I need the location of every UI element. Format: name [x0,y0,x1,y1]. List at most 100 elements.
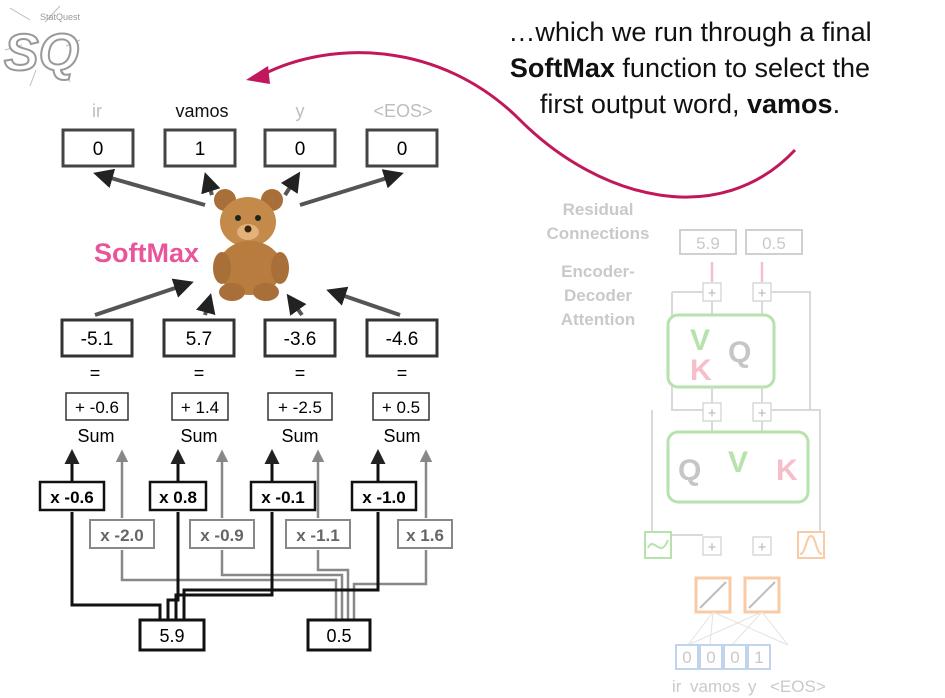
equals-sign: = [90,363,101,383]
sum-label: Sum [383,426,420,446]
add-nodes-top: + + [702,282,772,302]
add-symbol: + [758,405,767,422]
attn-letter: K [690,354,712,387]
add-symbol: + [708,539,717,556]
logit-boxes: -5.1 5.7 -3.6 -4.6 [60,318,439,358]
softmax-label: SoftMax [94,238,199,268]
add-symbol: + [708,405,717,422]
equals-sign: = [397,363,408,383]
output-value: 0 [93,139,104,160]
residual-value: 5.9 [696,234,720,253]
weight-box [285,519,351,549]
teddy-bear-icon [213,189,289,301]
narration-line-3-end: . [832,89,841,119]
attn-letter: K [776,454,798,487]
residual-box [745,229,803,255]
output-value: 0 [295,139,306,160]
bias-value: + -2.5 [278,398,322,417]
token-value: 0 [730,648,739,667]
token-box [723,644,747,670]
output-word: ir [92,101,102,121]
residual-box [679,229,737,255]
bias-value: + 1.4 [181,398,219,417]
logit-to-softmax-arrows [94,278,401,317]
token-word: vamos [690,677,740,696]
bias-box [372,392,430,421]
output-word: vamos [175,101,228,121]
weight-value: x 0.8 [159,488,197,507]
narration-pointer-arrow [261,51,797,199]
bias-box [65,392,129,421]
logit-value: -5.1 [81,329,114,350]
sum-labels: Sum Sum Sum Sum [77,426,420,446]
attn-letter: Q [678,454,701,487]
output-box [263,128,337,168]
input-wiring-grey [115,449,433,620]
weight-box [249,480,317,512]
narration-line-3: first output word, vamos. [440,86,940,122]
weight-value: x -1.1 [296,526,339,545]
equals-sign: = [194,363,205,383]
weight-value: x -0.9 [200,526,243,545]
weight-value: x -2.0 [100,526,143,545]
add-symbol: + [758,539,767,556]
attn-letter: V [728,446,748,479]
token-box [675,644,699,670]
sum-label: Sum [77,426,114,446]
input-box [306,618,372,652]
token-box [699,644,723,670]
output-box [61,128,135,168]
weight-box [148,480,208,512]
output-value: 1 [195,139,206,160]
weight-box [350,480,418,512]
attention-label: Encoder- [561,262,635,281]
narration-pointer-arrowhead [246,66,270,84]
weight-value: x -0.6 [50,488,93,507]
logo-letters: SQ [4,24,79,82]
input-value: 5.9 [159,626,184,646]
narration-text: …which we run through a final SoftMax fu… [440,14,940,122]
weight-value: x -0.1 [261,488,304,507]
attention-label: Decoder [564,286,632,305]
weight-value: x 1.6 [406,526,444,545]
narration-softmax-term: SoftMax [509,53,615,83]
token-box [747,644,771,670]
weight-box [189,519,255,549]
add-symbol: + [708,285,717,302]
narration-line-2: SoftMax function to select the [440,50,940,86]
softmax-output-boxes: 0 1 0 0 [61,128,439,168]
weight-boxes-primary: x -0.6 x 0.8 x -0.1 x -1.0 [38,480,418,512]
equals-signs: = = = = [90,363,408,383]
output-value: 0 [397,139,408,160]
logit-value: -3.6 [284,329,317,350]
logit-value: -4.6 [386,329,419,350]
equals-sign: = [295,363,306,383]
bias-boxes: + -0.6 + 1.4 + -2.5 + 0.5 [65,392,430,421]
weight-boxes-secondary: x -2.0 x -0.9 x -1.1 x 1.6 [89,519,453,549]
statquest-logo: SQ StatQuest [0,0,90,90]
narration-output-word: vamos [747,89,833,119]
residual-label: Connections [547,224,650,243]
bias-box [171,392,229,421]
token-word: ir [672,677,682,696]
softmax-output-arrows [93,168,404,207]
token-value: 0 [706,648,715,667]
input-box [138,618,206,652]
residual-value: 0.5 [762,234,786,253]
output-box [163,128,237,168]
attn-letter: Q [728,336,751,369]
logit-box [365,318,439,358]
input-boxes: 5.9 0.5 [138,618,372,652]
token-value: 0 [682,648,691,667]
add-symbol: + [758,285,767,302]
input-value: 0.5 [326,626,351,646]
weight-box [397,519,453,549]
logit-box [60,318,134,358]
narration-line-2-rest: function to select the [614,53,871,83]
attention-label: Attention [561,310,636,329]
token-word: y [748,677,757,696]
output-box [365,128,439,168]
token-value: 1 [754,648,763,667]
output-word-labels: ir vamos y <EOS> [92,101,433,121]
